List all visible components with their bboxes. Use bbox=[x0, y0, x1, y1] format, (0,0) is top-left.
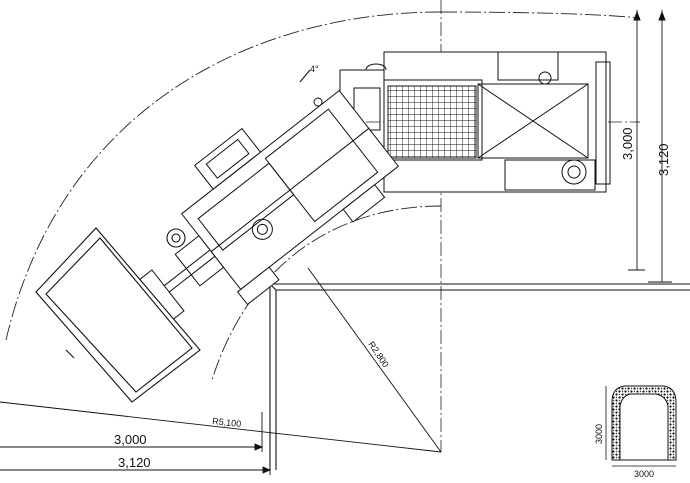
tunnel-width-label: 3000 bbox=[634, 469, 654, 479]
machine-front-frame bbox=[133, 89, 400, 326]
overall-width-label: 3,120 bbox=[656, 143, 671, 176]
tunnel-cross-section bbox=[605, 385, 677, 467]
outer-radius-label: R5,100 bbox=[212, 416, 242, 429]
machine-length-label: 3,000 bbox=[114, 432, 147, 447]
outer-radius-arc-right bbox=[440, 11, 641, 19]
overall-length-label: 3,120 bbox=[118, 455, 151, 470]
radius-lines bbox=[0, 267, 442, 453]
angle-label: 4° bbox=[310, 64, 319, 74]
machine-width-label: 3,000 bbox=[620, 127, 635, 160]
outer-radius-arc bbox=[5, 11, 442, 341]
right-dimension-lines bbox=[628, 10, 672, 283]
bottom-dimension-lines bbox=[0, 412, 272, 475]
tunnel-height-label: 3000 bbox=[594, 424, 604, 444]
tunnel-walls bbox=[269, 283, 690, 470]
machine-rear-body bbox=[339, 51, 611, 193]
machine-bucket bbox=[35, 227, 201, 403]
inner-radius-arc bbox=[211, 205, 442, 381]
